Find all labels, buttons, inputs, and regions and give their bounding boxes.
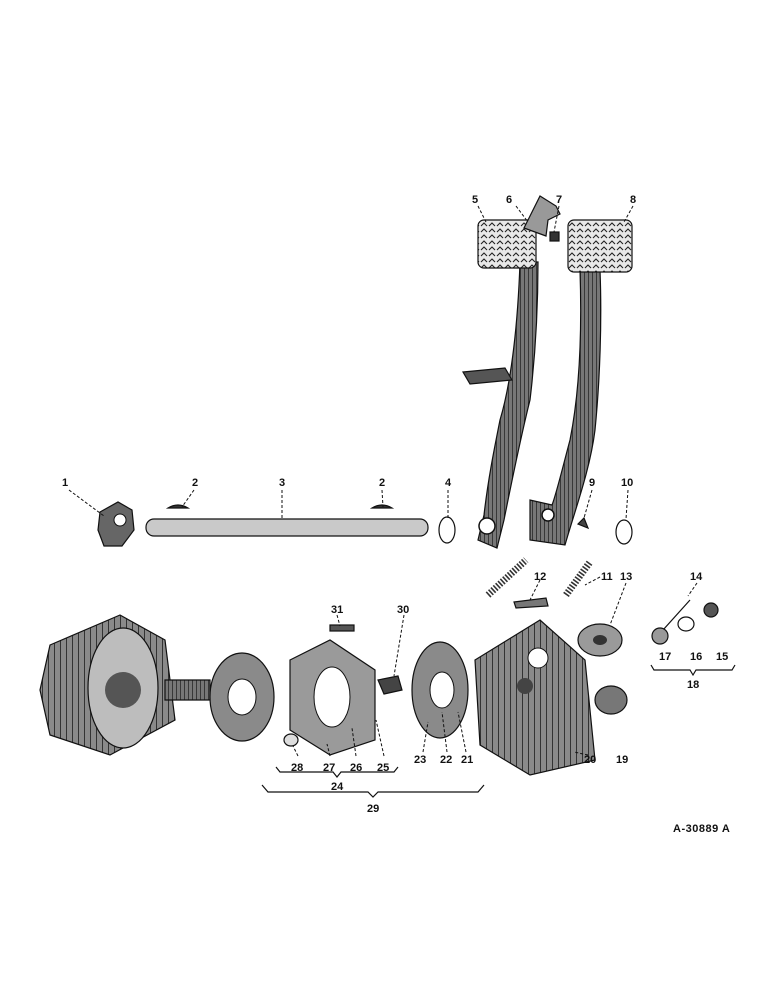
callout-22: 22 — [440, 754, 452, 766]
callout-14: 14 — [690, 571, 703, 583]
shaft-bracket — [97, 501, 135, 547]
washer-4 — [438, 516, 456, 544]
callout-1: 1 — [62, 477, 68, 489]
brace-29 — [261, 784, 485, 798]
brace-24 — [275, 766, 399, 778]
spring-clip — [513, 597, 549, 609]
return-spring-right — [563, 559, 593, 598]
callout-28: 28 — [291, 762, 303, 774]
actuating-assembly — [289, 639, 376, 756]
callout-24: 24 — [331, 781, 344, 793]
return-spring-left — [485, 557, 529, 598]
key-right — [369, 504, 395, 509]
fitting-30 — [377, 675, 403, 695]
adjuster-parts — [651, 602, 719, 645]
callout-12: 12 — [534, 571, 546, 583]
callout-2-left: 2 — [192, 477, 198, 489]
left-brake-pedal — [462, 195, 561, 549]
brake-disc-inner — [411, 641, 469, 739]
callout-15: 15 — [716, 651, 728, 663]
callout-9: 9 — [589, 477, 595, 489]
key-left — [165, 504, 191, 509]
callout-21: 21 — [461, 754, 473, 766]
callout-7: 7 — [556, 194, 562, 206]
callout-10: 10 — [621, 477, 633, 489]
callout-26: 26 — [350, 762, 362, 774]
callout-30: 30 — [397, 604, 409, 616]
leader-lines — [68, 205, 698, 757]
callout-19: 19 — [616, 754, 628, 766]
callout-31: 31 — [331, 604, 343, 616]
bolt-31 — [329, 624, 355, 632]
callout-17: 17 — [659, 651, 671, 663]
callout-18: 18 — [687, 679, 699, 691]
washer-10 — [615, 519, 633, 545]
plug-19 — [594, 685, 628, 715]
callout-25: 25 — [377, 762, 389, 774]
right-brake-pedal — [529, 219, 633, 546]
callout-27: 27 — [323, 762, 335, 774]
brace-18 — [650, 664, 736, 677]
callout-4: 4 — [445, 477, 452, 489]
drawing-reference-number: A-30889 A — [673, 823, 730, 835]
callout-8: 8 — [630, 194, 636, 206]
callout-numbers: 1 2 3 2 4 5 6 7 8 9 10 11 12 13 14 15 16… — [62, 194, 728, 815]
pin-9 — [576, 516, 590, 530]
callout-6: 6 — [506, 194, 512, 206]
callout-23: 23 — [414, 754, 426, 766]
callout-13: 13 — [620, 571, 632, 583]
adjusting-cap — [577, 623, 623, 657]
callout-5: 5 — [472, 194, 478, 206]
cross-shaft — [145, 518, 429, 537]
callout-2-right: 2 — [379, 477, 385, 489]
callout-11: 11 — [601, 571, 613, 583]
brake-disc-outer — [209, 652, 275, 742]
brake-housing — [39, 614, 211, 756]
ball-28 — [283, 733, 299, 747]
callout-16: 16 — [690, 651, 702, 663]
callout-20: 20 — [584, 754, 596, 766]
callout-3: 3 — [279, 477, 285, 489]
callout-29: 29 — [367, 803, 379, 815]
brake-cover — [474, 619, 596, 776]
